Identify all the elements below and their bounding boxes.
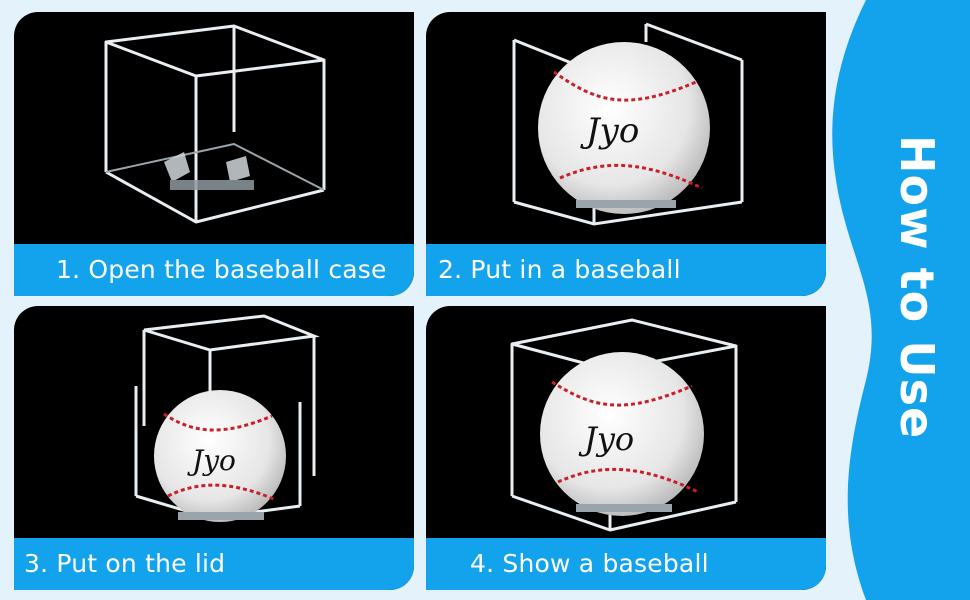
lid-on-case-illustration: Jyo — [134, 314, 320, 522]
svg-text:Jyo: Jyo — [187, 444, 236, 477]
ball-in-case-illustration: Jyo — [512, 22, 744, 226]
step-2-caption: 2. Put in a baseball — [426, 244, 826, 296]
signature-icon: Jyo — [580, 111, 639, 151]
step-panel-2: Jyo 2. Put in a baseball — [426, 12, 826, 296]
step-4-caption: 4. Show a baseball — [426, 538, 826, 590]
step-panel-3: Jyo 3. Put on the lid — [14, 306, 414, 590]
empty-case-illustration — [104, 24, 326, 224]
closed-case-illustration: Jyo — [510, 318, 738, 532]
side-wave-decoration — [832, 0, 970, 600]
how-to-use-title: How to Use — [890, 135, 944, 440]
step-1-caption: 1. Open the baseball case — [14, 244, 414, 296]
svg-text:Jyo: Jyo — [578, 420, 634, 458]
step-3-caption: 3. Put on the lid — [14, 538, 414, 590]
step-panel-4: Jyo 4. Show a baseball — [426, 306, 826, 590]
step-panel-1: 1. Open the baseball case — [14, 12, 414, 296]
